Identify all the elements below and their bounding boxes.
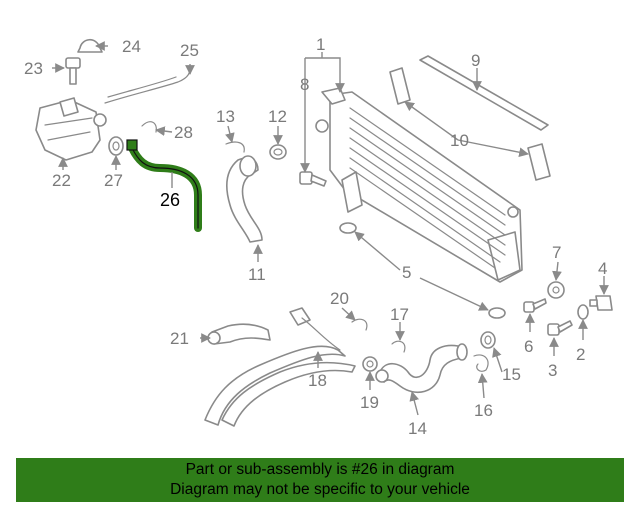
reservoir-hose-highlighted[interactable] (126, 139, 202, 232)
nut-7 (547, 281, 565, 299)
callout-27[interactable]: 27 (104, 171, 123, 190)
callout-21[interactable]: 21 (170, 329, 189, 348)
bolt-6 (523, 298, 547, 313)
upper-bracket (389, 67, 411, 105)
callout-12[interactable]: 12 (268, 107, 287, 126)
callout-7[interactable]: 7 (552, 243, 561, 262)
isolator-upper (339, 222, 357, 234)
callout-16[interactable]: 16 (474, 401, 493, 420)
callout-18[interactable]: 18 (308, 371, 327, 390)
info-banner: Part or sub-assembly is #26 in diagram D… (16, 458, 624, 502)
callout-22[interactable]: 22 (52, 171, 71, 190)
callout-24[interactable]: 24 (122, 37, 141, 56)
radiator-bolt (299, 171, 327, 187)
isolator-lower (488, 307, 506, 319)
callout-14[interactable]: 14 (408, 419, 427, 438)
callout-3[interactable]: 3 (548, 361, 557, 380)
callout-9[interactable]: 9 (471, 51, 480, 70)
callout-2[interactable]: 2 (576, 345, 585, 364)
callout-19[interactable]: 19 (360, 393, 379, 412)
reservoir-bolt (65, 57, 81, 85)
sensor-clip (577, 304, 589, 320)
coolant-reservoir (35, 97, 107, 161)
clamp-16 (473, 354, 489, 372)
callout-11[interactable]: 11 (248, 265, 266, 284)
banner-line-part: Part or sub-assembly is #26 in diagram (185, 461, 455, 478)
sensor (589, 295, 613, 311)
callout-10[interactable]: 10 (450, 131, 469, 150)
callout-20[interactable]: 20 (330, 289, 349, 308)
lower-hose (375, 343, 468, 394)
callout-15[interactable]: 15 (502, 365, 521, 384)
lower-bracket (527, 143, 551, 181)
overflow-tube (104, 65, 191, 104)
callout-13[interactable]: 13 (216, 107, 235, 126)
deflector-strip (419, 55, 549, 131)
callout-labels: 1 2 3 4 5 6 7 8 9 10 11 12 13 14 15 16 1… (24, 35, 607, 438)
radiator (315, 87, 523, 283)
right-bolt (547, 320, 573, 336)
upper-hose (225, 155, 263, 243)
clip-28 (141, 121, 157, 133)
callout-1[interactable]: 1 (316, 35, 325, 54)
callout-4[interactable]: 4 (598, 259, 607, 278)
overflow-tube-edge (107, 76, 177, 98)
callout-6[interactable]: 6 (524, 337, 533, 356)
clamp-20 (351, 318, 368, 331)
callout-23[interactable]: 23 (24, 59, 43, 78)
leader-lines (52, 41, 609, 416)
exploded-parts-diagram: 1 2 3 4 5 6 7 8 9 10 11 12 13 14 15 16 1… (24, 35, 613, 438)
hose-21 (207, 323, 271, 345)
callout-5[interactable]: 5 (402, 263, 411, 282)
clamp-17 (391, 340, 406, 353)
clamp-13 (225, 141, 245, 153)
gasket-15 (480, 331, 496, 349)
callout-28[interactable]: 28 (174, 123, 193, 142)
cooler-lines (204, 307, 356, 427)
callout-25[interactable]: 25 (180, 41, 199, 60)
gasket-19 (362, 356, 378, 372)
callout-26[interactable]: 26 (160, 190, 180, 210)
gasket-12 (269, 144, 287, 160)
callout-8[interactable]: 8 (300, 75, 309, 94)
callout-17[interactable]: 17 (390, 305, 409, 324)
banner-line-disclaimer: Diagram may not be specific to your vehi… (170, 481, 470, 498)
gasket-27 (108, 136, 124, 156)
